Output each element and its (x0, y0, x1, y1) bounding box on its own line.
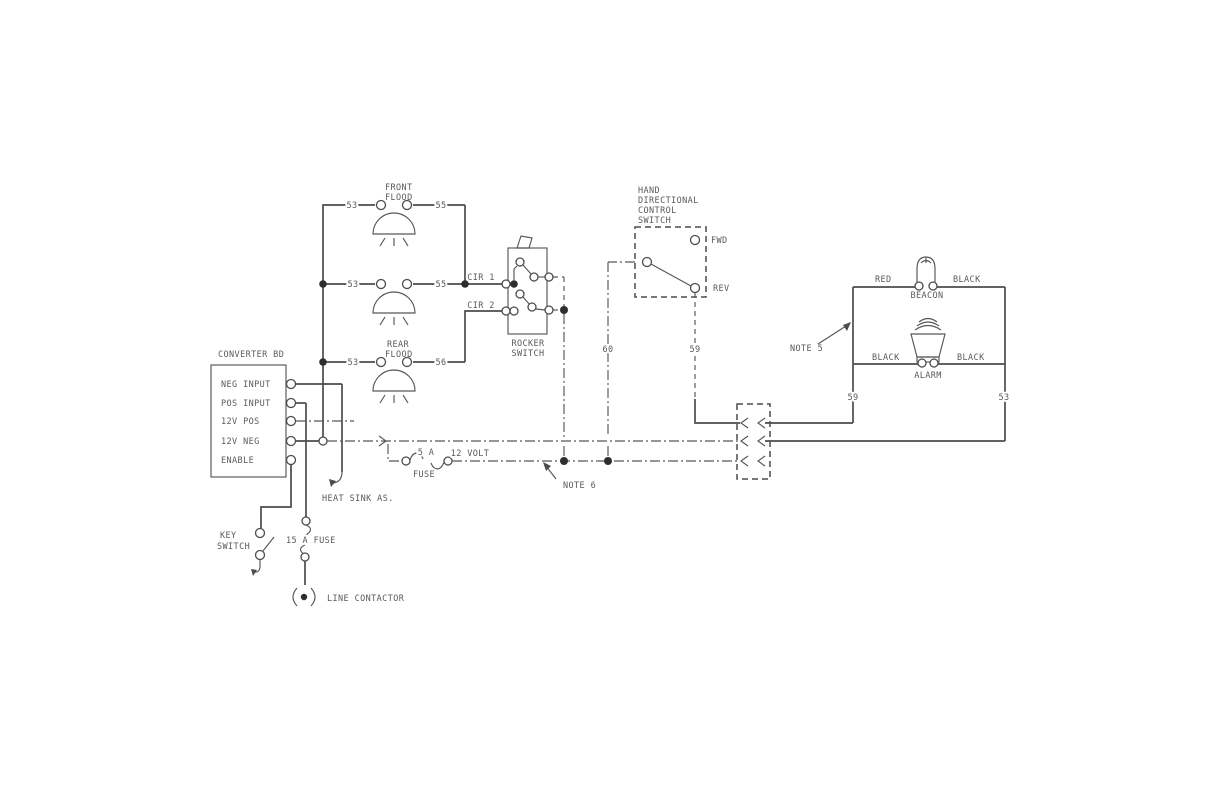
wire-label-cir1: CIR 1 (467, 273, 495, 283)
wire-label-12-volt: 12 VOLT (451, 449, 490, 459)
rocker-switch: ROCKER SWITCH (501, 235, 568, 458)
alarm-label: ALARM (914, 371, 942, 381)
fuse-5a: 5 A FUSE 12 VOLT (401, 446, 740, 482)
converter-wiring: HEAT SINK AS. (260, 383, 740, 529)
rear-flood-label-1: REAR (387, 340, 410, 350)
fuse-5a-label-1: 5 A (418, 448, 435, 458)
rocker-label-2: SWITCH (511, 349, 544, 359)
converter-board: CONVERTER BD NEG INPUT POS INPUT 12V POS… (210, 350, 297, 478)
rear-flood-lamp: REAR FLOOD (372, 340, 416, 404)
wire-label-53-right: 53 (998, 393, 1009, 403)
line-contactor: LINE CONTACTOR (292, 561, 405, 607)
hand-switch-label-1: HAND (638, 186, 660, 196)
wire-label-60: 60 (602, 345, 613, 355)
rocker-label-1: ROCKER (511, 339, 545, 349)
fuse-5a-label-2: FUSE (413, 470, 435, 480)
beacon: BEACON (910, 256, 943, 301)
wire-harness-connector (736, 403, 1005, 480)
wire-label-56: 56 (435, 358, 446, 368)
fuse-15a: 15 A FUSE (284, 516, 337, 562)
note-6-label: NOTE 6 (563, 481, 596, 491)
beacon-label: BEACON (910, 291, 943, 301)
fuse-15a-label: 15 A FUSE (286, 536, 336, 546)
rocker-actuator (516, 235, 533, 249)
hand-directional-control-switch: HAND DIRECTIONAL CONTROL SWITCH FWD REV … (600, 186, 740, 458)
wire-label-red: RED (875, 275, 892, 285)
wire-label-black-beacon: BLACK (953, 275, 981, 285)
converter-terminal-pos-input: POS INPUT (221, 399, 271, 409)
note-6: NOTE 6 (543, 462, 596, 491)
wire-label-59: 59 (689, 345, 700, 355)
key-switch-label-2: SWITCH (217, 542, 250, 552)
fwd-label: FWD (711, 236, 728, 246)
converter-title: CONVERTER BD (218, 350, 284, 360)
beacon-alarm-circuit: 59 53 BEACON RED BLACK ALARM BLACK (845, 256, 1011, 441)
converter-terminal-12v-pos: 12V POS (221, 417, 260, 427)
wire-label-55-front: 55 (435, 201, 446, 211)
converter-terminal-neg-input: NEG INPUT (221, 380, 271, 390)
front-flood-label-1: FRONT (385, 183, 413, 193)
mid-flood-lamp (372, 278, 416, 326)
wire-label-black-alarm-right: BLACK (957, 353, 985, 363)
wire-label-53-mid: 53 (347, 280, 358, 290)
line-contactor-label: LINE CONTACTOR (327, 594, 405, 604)
key-switch-label-1: KEY (220, 531, 237, 541)
note-5-label: NOTE 5 (790, 344, 823, 354)
wire-label-cir2: CIR 2 (467, 301, 495, 311)
wire-label-53-front: 53 (346, 201, 357, 211)
note-5: NOTE 5 (790, 322, 851, 354)
alarm: ALARM (910, 317, 946, 381)
key-switch: KEY SWITCH (217, 527, 275, 576)
rear-flood-label-2: FLOOD (385, 350, 413, 360)
hand-switch-label-2: DIRECTIONAL (638, 196, 699, 206)
hand-switch-label-4: SWITCH (638, 216, 671, 226)
converter-terminal-enable: ENABLE (221, 456, 254, 466)
wire-label-55-mid: 55 (435, 280, 446, 290)
hand-switch-label-3: CONTROL (638, 206, 677, 216)
front-flood-lamp: FRONT FLOOD (372, 183, 416, 247)
front-flood-label-2: FLOOD (385, 193, 413, 203)
rev-label: REV (713, 284, 730, 294)
wire-label-black-alarm-left: BLACK (872, 353, 900, 363)
flood-lamp-circuit: FRONT FLOOD REAR FLOOD 53 55 53 55 53 56… (319, 183, 502, 441)
wire-label-59-right: 59 (847, 393, 858, 403)
heat-sink-label: HEAT SINK AS. (322, 494, 394, 504)
wire-label-53-rear: 53 (347, 358, 358, 368)
converter-terminal-12v-neg: 12V NEG (221, 437, 260, 447)
